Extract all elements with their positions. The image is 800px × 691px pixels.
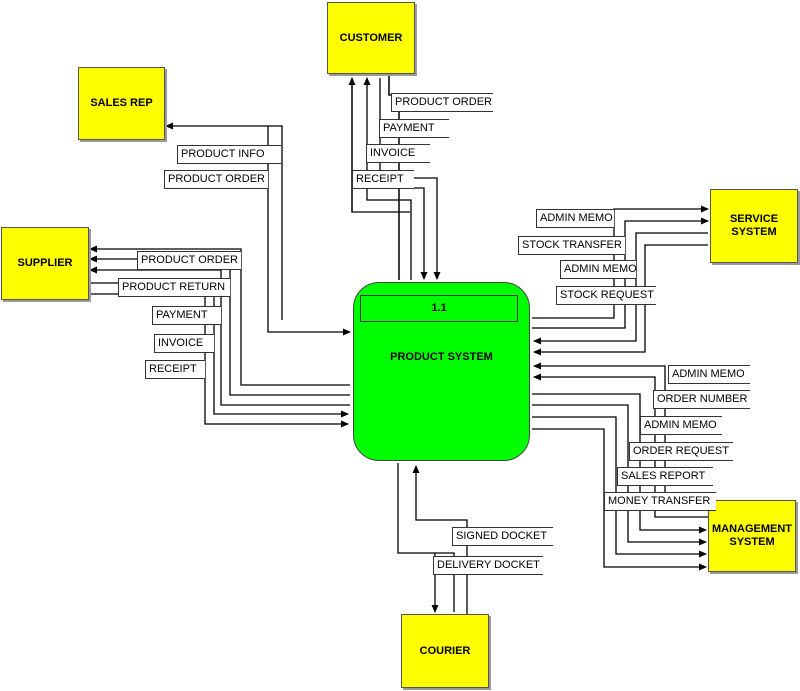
label-mgmt-order-request: ORDER REQUEST <box>629 442 733 461</box>
flow-courier-delivery-docket-2 <box>435 552 455 612</box>
entity-service-system: SERVICE SYSTEM <box>710 189 798 263</box>
label-salesrep-product-order: PRODUCT ORDER <box>164 170 268 189</box>
label-mgmt-sales-report: SALES REPORT <box>617 467 713 486</box>
label-mgmt-admin-memo-2: ADMIN MEMO <box>640 416 722 435</box>
entity-supplier: SUPPLIER <box>1 227 89 300</box>
label-service-admin-memo-1: ADMIN MEMO <box>536 209 614 228</box>
flow-supplier-product-order <box>89 245 350 386</box>
label-service-stock-request: STOCK REQUEST <box>556 286 656 305</box>
label-mgmt-money-transfer: MONEY TRANSFER <box>604 492 716 511</box>
entity-courier: COURIER <box>401 614 489 688</box>
flow-supplier-payment <box>89 266 350 406</box>
flow-customer-product-order <box>385 56 400 280</box>
label-customer-payment: PAYMENT <box>379 119 449 138</box>
label-salesrep-product-info: PRODUCT INFO <box>177 145 281 164</box>
label-customer-receipt: RECEIPT <box>352 170 414 189</box>
process-name: PRODUCT SYSTEM <box>390 351 493 363</box>
entity-service-system-label-1: SERVICE <box>729 213 779 225</box>
flow-mgmt-sales-report <box>532 416 707 558</box>
entity-management-system-label-2: SYSTEM <box>729 536 775 548</box>
label-service-admin-memo-2: ADMIN MEMO <box>560 260 637 279</box>
entity-customer-label: CUSTOMER <box>339 31 403 44</box>
label-supplier-product-return: PRODUCT RETURN <box>118 278 230 297</box>
label-mgmt-admin-memo-1: ADMIN MEMO <box>668 365 750 384</box>
label-supplier-product-order: PRODUCT ORDER <box>137 251 241 270</box>
process-product-system: 1.1 PRODUCT SYSTEM <box>353 282 530 461</box>
entity-supplier-label: SUPPLIER <box>17 257 73 269</box>
entity-customer: CUSTOMER <box>327 2 415 74</box>
label-supplier-invoice: INVOICE <box>154 334 214 353</box>
entity-management-system: MANAGEMENT SYSTEM <box>708 500 796 572</box>
flow-courier-delivery-docket <box>397 463 439 613</box>
label-supplier-receipt: RECEIPT <box>145 360 205 379</box>
label-courier-signed-docket: SIGNED DOCKET <box>452 527 553 546</box>
label-customer-invoice: INVOICE <box>366 144 430 163</box>
flow-customer-invoice <box>363 77 412 280</box>
label-courier-delivery-docket: DELIVERY DOCKET <box>433 556 543 575</box>
label-supplier-payment: PAYMENT <box>152 306 221 325</box>
flow-salesrep-product-info <box>165 122 283 320</box>
flow-mgmt-admin-memo-2 <box>532 393 707 534</box>
label-mgmt-order-number: ORDER NUMBER <box>653 390 750 409</box>
entity-management-system-label-1: MANAGEMENT <box>711 523 793 535</box>
entity-courier-label: COURIER <box>419 644 471 657</box>
entity-service-system-label-2: SYSTEM <box>731 226 777 238</box>
flow-customer-receipt-line <box>369 177 441 280</box>
process-id: 1.1 <box>360 295 518 322</box>
entity-sales-rep-label: SALES REP <box>90 97 153 109</box>
label-customer-product-order: PRODUCT ORDER <box>391 93 493 112</box>
entity-sales-rep: SALES REP <box>78 67 165 140</box>
flow-customer-payment <box>388 57 400 280</box>
flow-salesrep-product-order <box>267 126 351 336</box>
label-service-stock-transfer: STOCK TRANSFER <box>518 236 625 255</box>
